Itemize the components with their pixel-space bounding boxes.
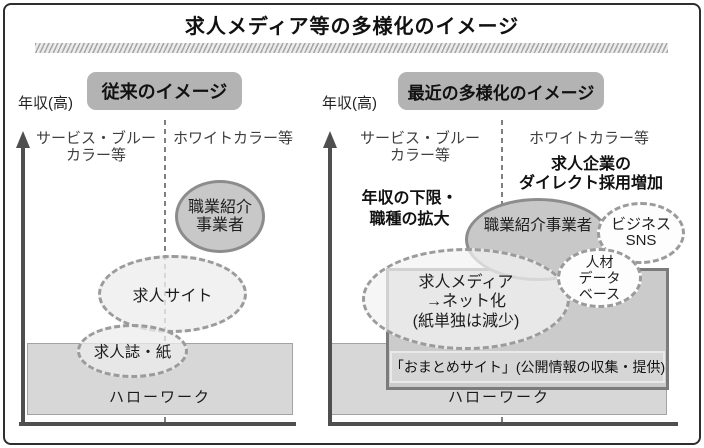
right-col-white-collar-label: ホワイトカラー等 <box>528 130 649 147</box>
right-x-axis <box>328 422 678 426</box>
left-y-axis-arrow-icon <box>16 131 30 148</box>
left-hellowork-label: ハローワーク <box>108 389 211 406</box>
left-y-axis-label: 年収(高) <box>18 95 73 112</box>
left-job-site-ellipse: 求人サイト <box>98 255 247 333</box>
right-note-direct-hiring: 求人企業の ダイレクト採用増加 <box>518 156 663 192</box>
right-y-axis <box>328 146 332 426</box>
figure-title: 求人メディア等の多様化のイメージ <box>184 16 520 38</box>
left-agency-ellipse: 職業紹介 事業者 <box>175 180 265 253</box>
right-job-media-ellipse: 求人メディア →ネット化 (紙単独は減少) <box>362 248 570 350</box>
left-col-white-collar-label: ホワイトカラー等 <box>172 130 293 147</box>
right-business-sns-ellipse: ビジネス SNS <box>597 202 685 264</box>
right-note-income-scope: 年収の下限・ 職種の拡大 <box>361 190 458 228</box>
left-x-axis <box>19 422 296 426</box>
right-y-axis-label: 年収(高) <box>322 95 377 112</box>
title-hatch-divider <box>35 43 668 53</box>
right-hr-database-ellipse: 人材 データ ベース <box>557 248 642 308</box>
right-col-blue-collar-label: サービス・ブルー カラー等 <box>359 130 480 164</box>
right-hellowork-label: ハローワーク <box>447 389 550 406</box>
right-y-axis-arrow-icon <box>323 131 337 148</box>
left-y-axis <box>21 146 25 426</box>
right-matome-site-bar: 「おまとめサイト」(公開情報の収集・提供) <box>390 351 665 383</box>
left-panel-header: 従来のイメージ <box>87 72 242 110</box>
left-col-blue-collar-label: サービス・ブルー カラー等 <box>35 130 156 164</box>
right-panel-header: 最近の多様化のイメージ <box>398 72 604 110</box>
left-job-paper-ellipse: 求人誌・紙 <box>77 324 188 378</box>
